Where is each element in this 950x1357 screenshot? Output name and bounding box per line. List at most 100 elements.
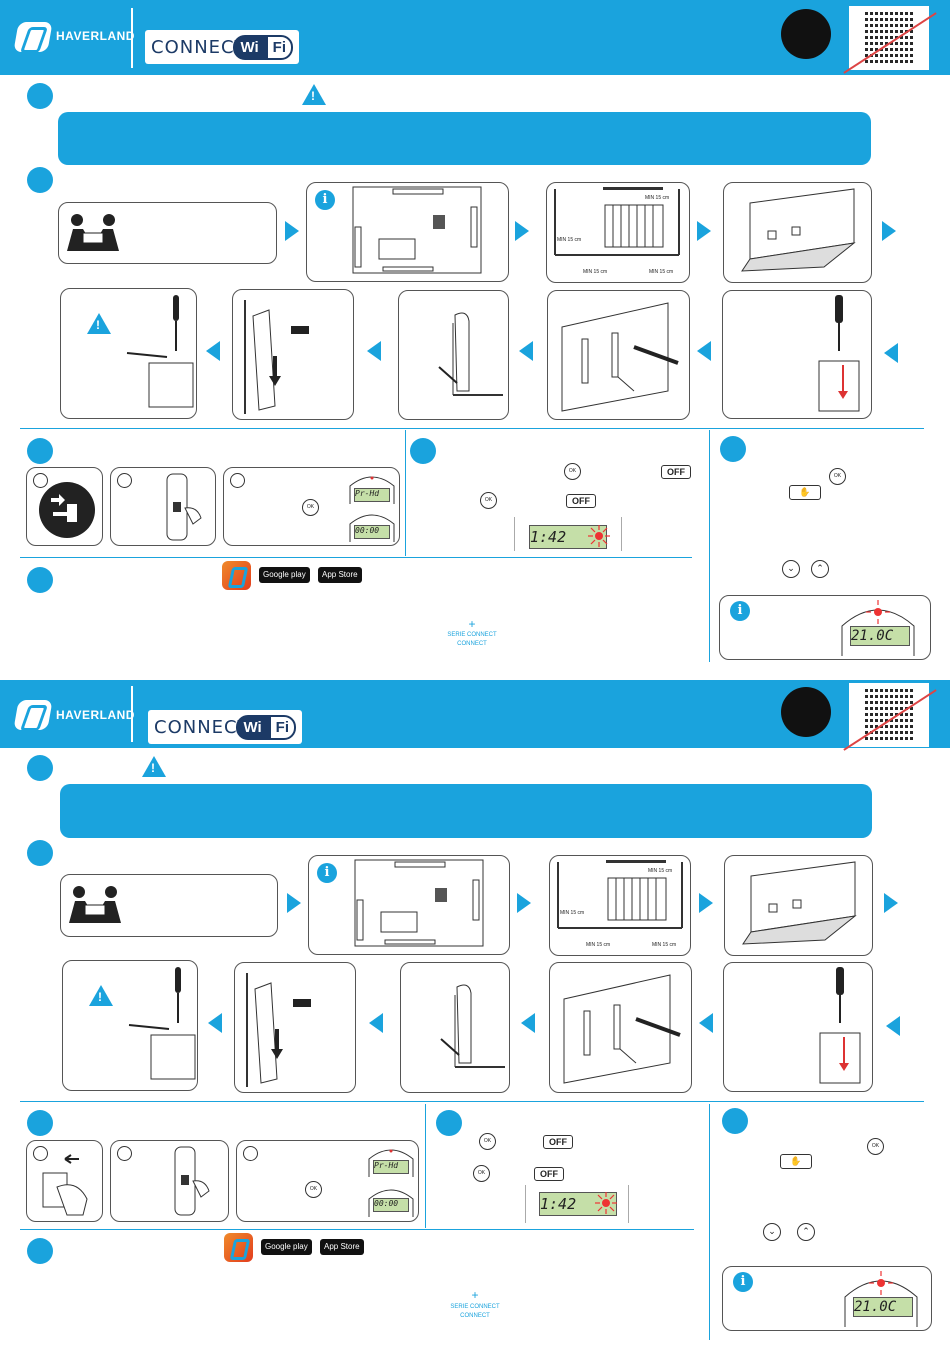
display-frame-right [621,517,622,551]
lcd-zero: 00:00 [373,1198,409,1212]
two-person-panel [60,874,278,937]
instruction-sheet-top: HAVERLAND CONNECT Wi Fi i [0,0,950,670]
chevron-left-icon [699,1013,713,1033]
step-1-marker [27,755,53,781]
qr-code-icon [843,6,937,74]
display-frame-right [628,1185,629,1223]
room-plan-diagram [354,859,484,947]
section-divider [20,428,924,429]
clearance-diagram [554,187,680,256]
qr-code-icon [843,683,937,751]
sub-step-marker [33,473,48,488]
wifi-wi: Wi [236,715,269,740]
brand-name: HAVERLAND [56,29,135,43]
off-button-icon: OFF [534,1167,564,1181]
ok-button-icon: OK [302,499,319,516]
section-divider [20,1101,924,1102]
column-divider [405,430,406,556]
ok-button-icon: OK [867,1138,884,1155]
manual-mode-icon: ✋ [780,1154,812,1169]
manual-mode-icon: ✋ [789,485,821,500]
info-icon: i [733,1272,753,1292]
ok-button-icon: OK [829,468,846,485]
sub-step-marker [230,473,245,488]
ok-button-icon: OK [564,463,581,480]
sub-step-marker [117,1146,132,1161]
connect-label: CONNECT [151,37,247,58]
chevron-left-icon [206,341,220,361]
power-switch-diagram [166,473,202,541]
power-switch-diagram [174,1146,210,1216]
section-divider [20,557,692,558]
sub-step-marker [33,1146,48,1161]
safety-banner [60,784,872,838]
bracket-screw-diagram [819,967,861,1084]
off-button-icon: OFF [543,1135,573,1149]
hang-heater-panel [232,289,354,420]
min-left-label: MIN 15 cm [557,237,582,243]
min-bottom-right-label: MIN 15 cm [652,942,677,948]
display-outline [844,1271,918,1327]
display-outline [841,600,915,656]
lcd-zero: 00:00 [354,525,390,539]
display-frame-left [514,517,515,551]
serie-connect-line2: CONNECT [460,1313,490,1319]
haverland-logo-icon [13,22,53,52]
wifi-logo: Wi Fi [233,35,293,60]
bracket-screw-panel [722,290,872,419]
ok-button-icon: OK [480,492,497,509]
google-play-badge[interactable]: Google play [261,1239,312,1255]
chevron-left-icon [208,1013,222,1033]
chevron-left-icon [519,341,533,361]
step-6-marker [722,1108,748,1134]
hang-heater-panel [234,962,356,1093]
column-divider [709,430,710,662]
serie-connect-line2: CONNECT [457,641,487,647]
screw-lock-diagram [126,295,194,408]
serie-connect-line1: SERIE CONNECT [450,1304,500,1310]
wifi-logo: Wi Fi [236,715,296,740]
room-layout-panel: i [308,855,510,955]
chevron-left-icon [697,341,711,361]
header-bar: HAVERLAND CONNECT Wi Fi [0,680,950,751]
info-icon: i [317,863,337,883]
chevron-down-icon: ⌄ [763,1223,781,1241]
info-icon: i [315,190,335,210]
two-people-icon [69,886,121,923]
ok-button-icon: OK [479,1133,496,1150]
warning-icon [87,313,111,334]
lcd-time: 1:42 [529,525,607,549]
hang-heater-diagram [244,300,309,414]
wall-bracket-panel [723,182,872,283]
display-outline [368,1149,414,1217]
app-store-badge[interactable]: App Store [320,1239,364,1255]
drill-bracket-diagram [561,302,679,412]
app-store-badge[interactable]: App Store [318,567,362,583]
connect-label: CONNECT [154,717,250,738]
step-3-marker [27,438,53,464]
chevron-right-icon [699,893,713,913]
chevron-right-icon [285,221,299,241]
serie-connect-line1: SERIE CONNECT [447,632,497,638]
step-6-marker [720,436,746,462]
wall-floor-diagram [741,188,856,272]
language-dot [781,9,831,59]
wall-bracket-panel [724,855,873,956]
min-left-label: MIN 15 cm [560,910,585,916]
pairing-panel: OK Pr-Hd 00:00 [223,467,400,546]
wifi-wi: Wi [233,35,266,60]
step-2-marker [27,840,53,866]
chevron-left-icon [521,1013,535,1033]
google-play-badge[interactable]: Google play [259,567,310,583]
min-top-label: MIN 15 cm [645,195,670,201]
tilt-heater-panel [398,290,509,420]
step-5-marker [27,1238,53,1264]
drill-bracket-panel [549,962,692,1093]
pairing-panel: OK Pr-Hd 00:00 [236,1140,419,1222]
brand-name: HAVERLAND [56,708,135,722]
off-button-icon: OFF [661,465,691,479]
column-divider [709,1104,710,1340]
min-bottom-right-label: MIN 15 cm [649,269,674,275]
header-divider [131,686,133,742]
safety-banner [58,112,871,165]
